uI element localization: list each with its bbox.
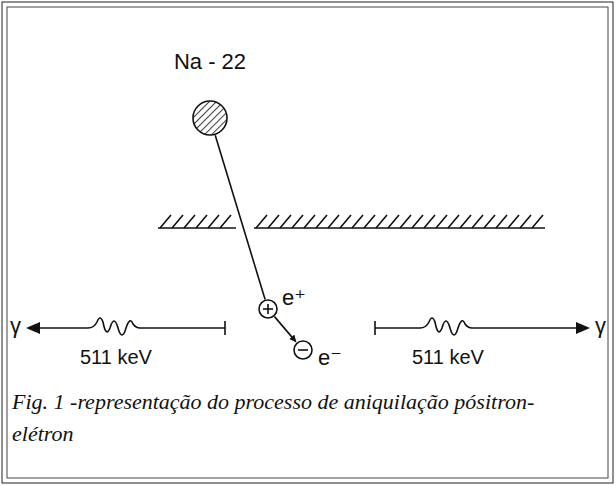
energy-label: 511 keV xyxy=(80,346,152,368)
inner-frame xyxy=(7,7,608,478)
figure-caption: Fig. 1 -representação do processo de ani… xyxy=(12,386,572,450)
circle xyxy=(259,300,277,318)
circle xyxy=(294,341,312,359)
particle-label: e⁻ xyxy=(318,346,342,370)
particle-label: e⁺ xyxy=(282,286,306,310)
gamma-ray-right xyxy=(375,318,590,335)
positron: e⁺ xyxy=(258,286,322,322)
gamma-symbol: γ xyxy=(595,314,606,338)
gamma-symbol: γ xyxy=(10,314,21,338)
electron: e⁻ xyxy=(294,338,358,374)
motion-arrow xyxy=(274,317,295,342)
surface xyxy=(158,215,545,228)
sodium-source: Na - 22 xyxy=(140,50,280,142)
sign-stroke xyxy=(267,304,269,314)
gamma-ray-left xyxy=(26,318,225,335)
sign-stroke xyxy=(298,349,308,351)
particle-track xyxy=(215,135,265,299)
isotope-label: Na - 22 xyxy=(140,50,280,74)
energy-label: 511 keV xyxy=(412,346,484,368)
circle xyxy=(193,101,227,135)
